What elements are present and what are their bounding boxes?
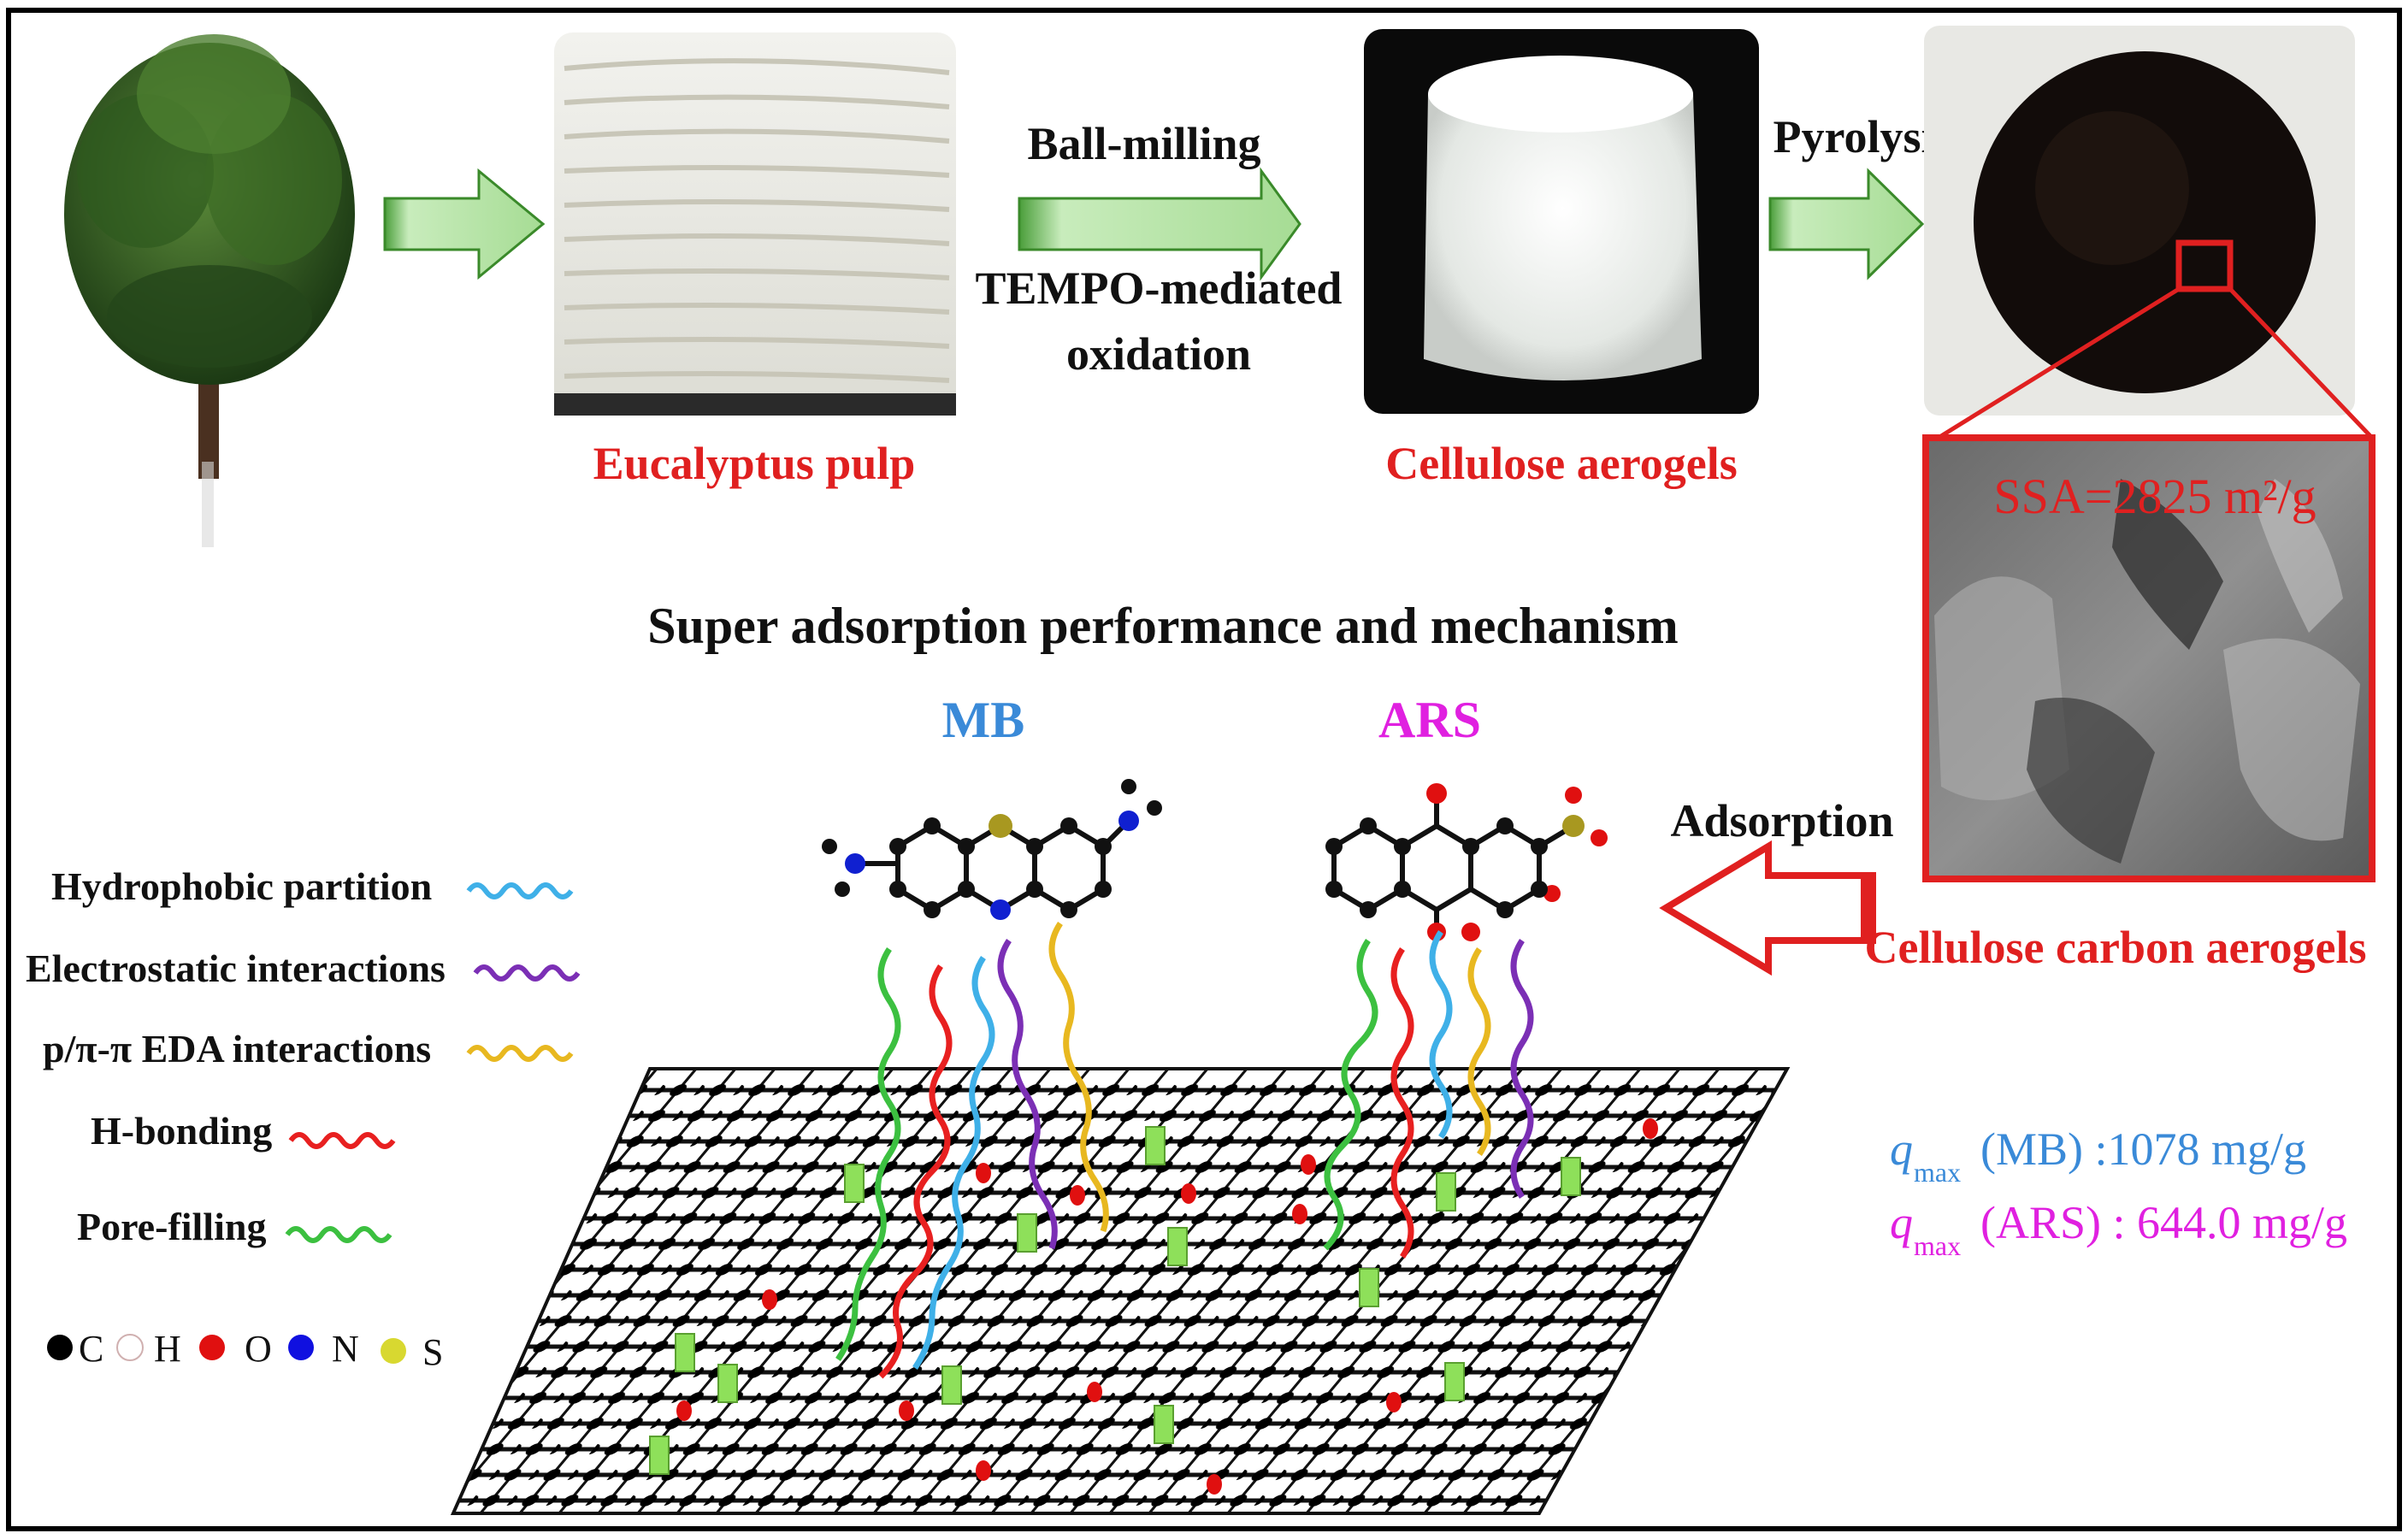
capacity-mb-value: (MB) :1078 mg/g — [1980, 1123, 2306, 1175]
mechanism-title: Super adsorption performance and mechani… — [647, 598, 1679, 654]
zoom-line-left — [1939, 286, 2181, 439]
nitrogen-atom — [990, 899, 1011, 920]
capacity-ars: q max (ARS) : 644.0 mg/g — [1890, 1197, 2347, 1261]
atom-o-label: O — [245, 1328, 272, 1370]
capacity-mb-sub: max — [1914, 1157, 1961, 1188]
arrow-aerogel-to-carbon — [1768, 168, 1925, 280]
pore-markers — [649, 1126, 1581, 1475]
cellulose-aerogels-caption: Cellulose aerogels — [1385, 438, 1737, 489]
interaction-waves — [835, 922, 1534, 1379]
arrow-tree-to-pulp — [383, 168, 546, 280]
arrow-pulp-to-aerogel — [1018, 167, 1301, 281]
atom-c-label: C — [79, 1328, 103, 1370]
eucalyptus-pulp-photo — [554, 32, 956, 416]
nitrogen-atom-icon — [288, 1335, 314, 1360]
cellulose-aerogel-photo — [1364, 29, 1759, 414]
mb-atoms — [822, 779, 1162, 920]
pyrolysis-label: Pyrolysis — [1773, 111, 1951, 162]
oxidation-label: oxidation — [1066, 328, 1251, 380]
ball-milling-label: Ball-milling — [1027, 118, 1260, 169]
atom-n-label: N — [332, 1328, 359, 1370]
legend-label-0: Hydrophobic partition — [51, 864, 432, 908]
ars-label: ARS — [1378, 692, 1481, 748]
legend-label-4: Pore-filling — [77, 1205, 266, 1248]
carbon-aerogels-caption: Cellulose carbon aerogels — [1865, 922, 2367, 973]
capacity-ars-sub: max — [1914, 1230, 1961, 1261]
zoom-line-right — [2228, 287, 2372, 438]
legend-wave-2 — [466, 1045, 574, 1062]
legend-wave-3 — [288, 1132, 396, 1149]
capacity-ars-value: (ARS) : 644.0 mg/g — [1980, 1197, 2347, 1248]
oxygen-atom-icon — [199, 1335, 225, 1360]
legend-label-2: p/π-π EDA interactions — [43, 1027, 431, 1070]
ssa-label: SSA=2825 m²/g — [1993, 469, 2316, 524]
sulfur-atom-icon — [381, 1338, 406, 1364]
atom-h-label: H — [154, 1328, 181, 1370]
legend: Hydrophobic partition Electrostatic inte… — [26, 864, 581, 1248]
atom-key: C H O N S — [47, 1328, 443, 1373]
legend-label-1: Electrostatic interactions — [26, 946, 446, 990]
capacity-mb: q max (MB) :1078 mg/g — [1890, 1123, 2306, 1188]
eucalyptus-pulp-caption: Eucalyptus pulp — [593, 438, 916, 489]
adsorption-arrow — [1659, 840, 1876, 976]
adsorption-label: Adsorption — [1670, 795, 1893, 846]
capacity-mb-q: q — [1890, 1123, 1913, 1175]
oxygen-sites — [676, 1118, 1658, 1495]
mb-label: MB — [942, 692, 1025, 748]
legend-wave-4 — [285, 1226, 392, 1243]
legend-label-3: H-bonding — [91, 1109, 272, 1153]
sulfur-atom — [989, 814, 1012, 838]
carbon-aerogel-photo — [1924, 26, 2355, 416]
sem-image — [1922, 434, 2376, 882]
hydrogen-atom-icon — [116, 1334, 144, 1361]
capacity-ars-q: q — [1890, 1197, 1913, 1248]
legend-wave-1 — [473, 964, 581, 982]
tree-image — [64, 34, 355, 547]
carbon-atom-icon — [47, 1335, 73, 1360]
tempo-label: TEMPO-mediated — [976, 262, 1343, 314]
zoom-box — [2175, 239, 2234, 292]
atom-s-label: S — [422, 1331, 443, 1373]
ars-atoms — [1325, 783, 1608, 941]
legend-wave-0 — [466, 882, 574, 899]
